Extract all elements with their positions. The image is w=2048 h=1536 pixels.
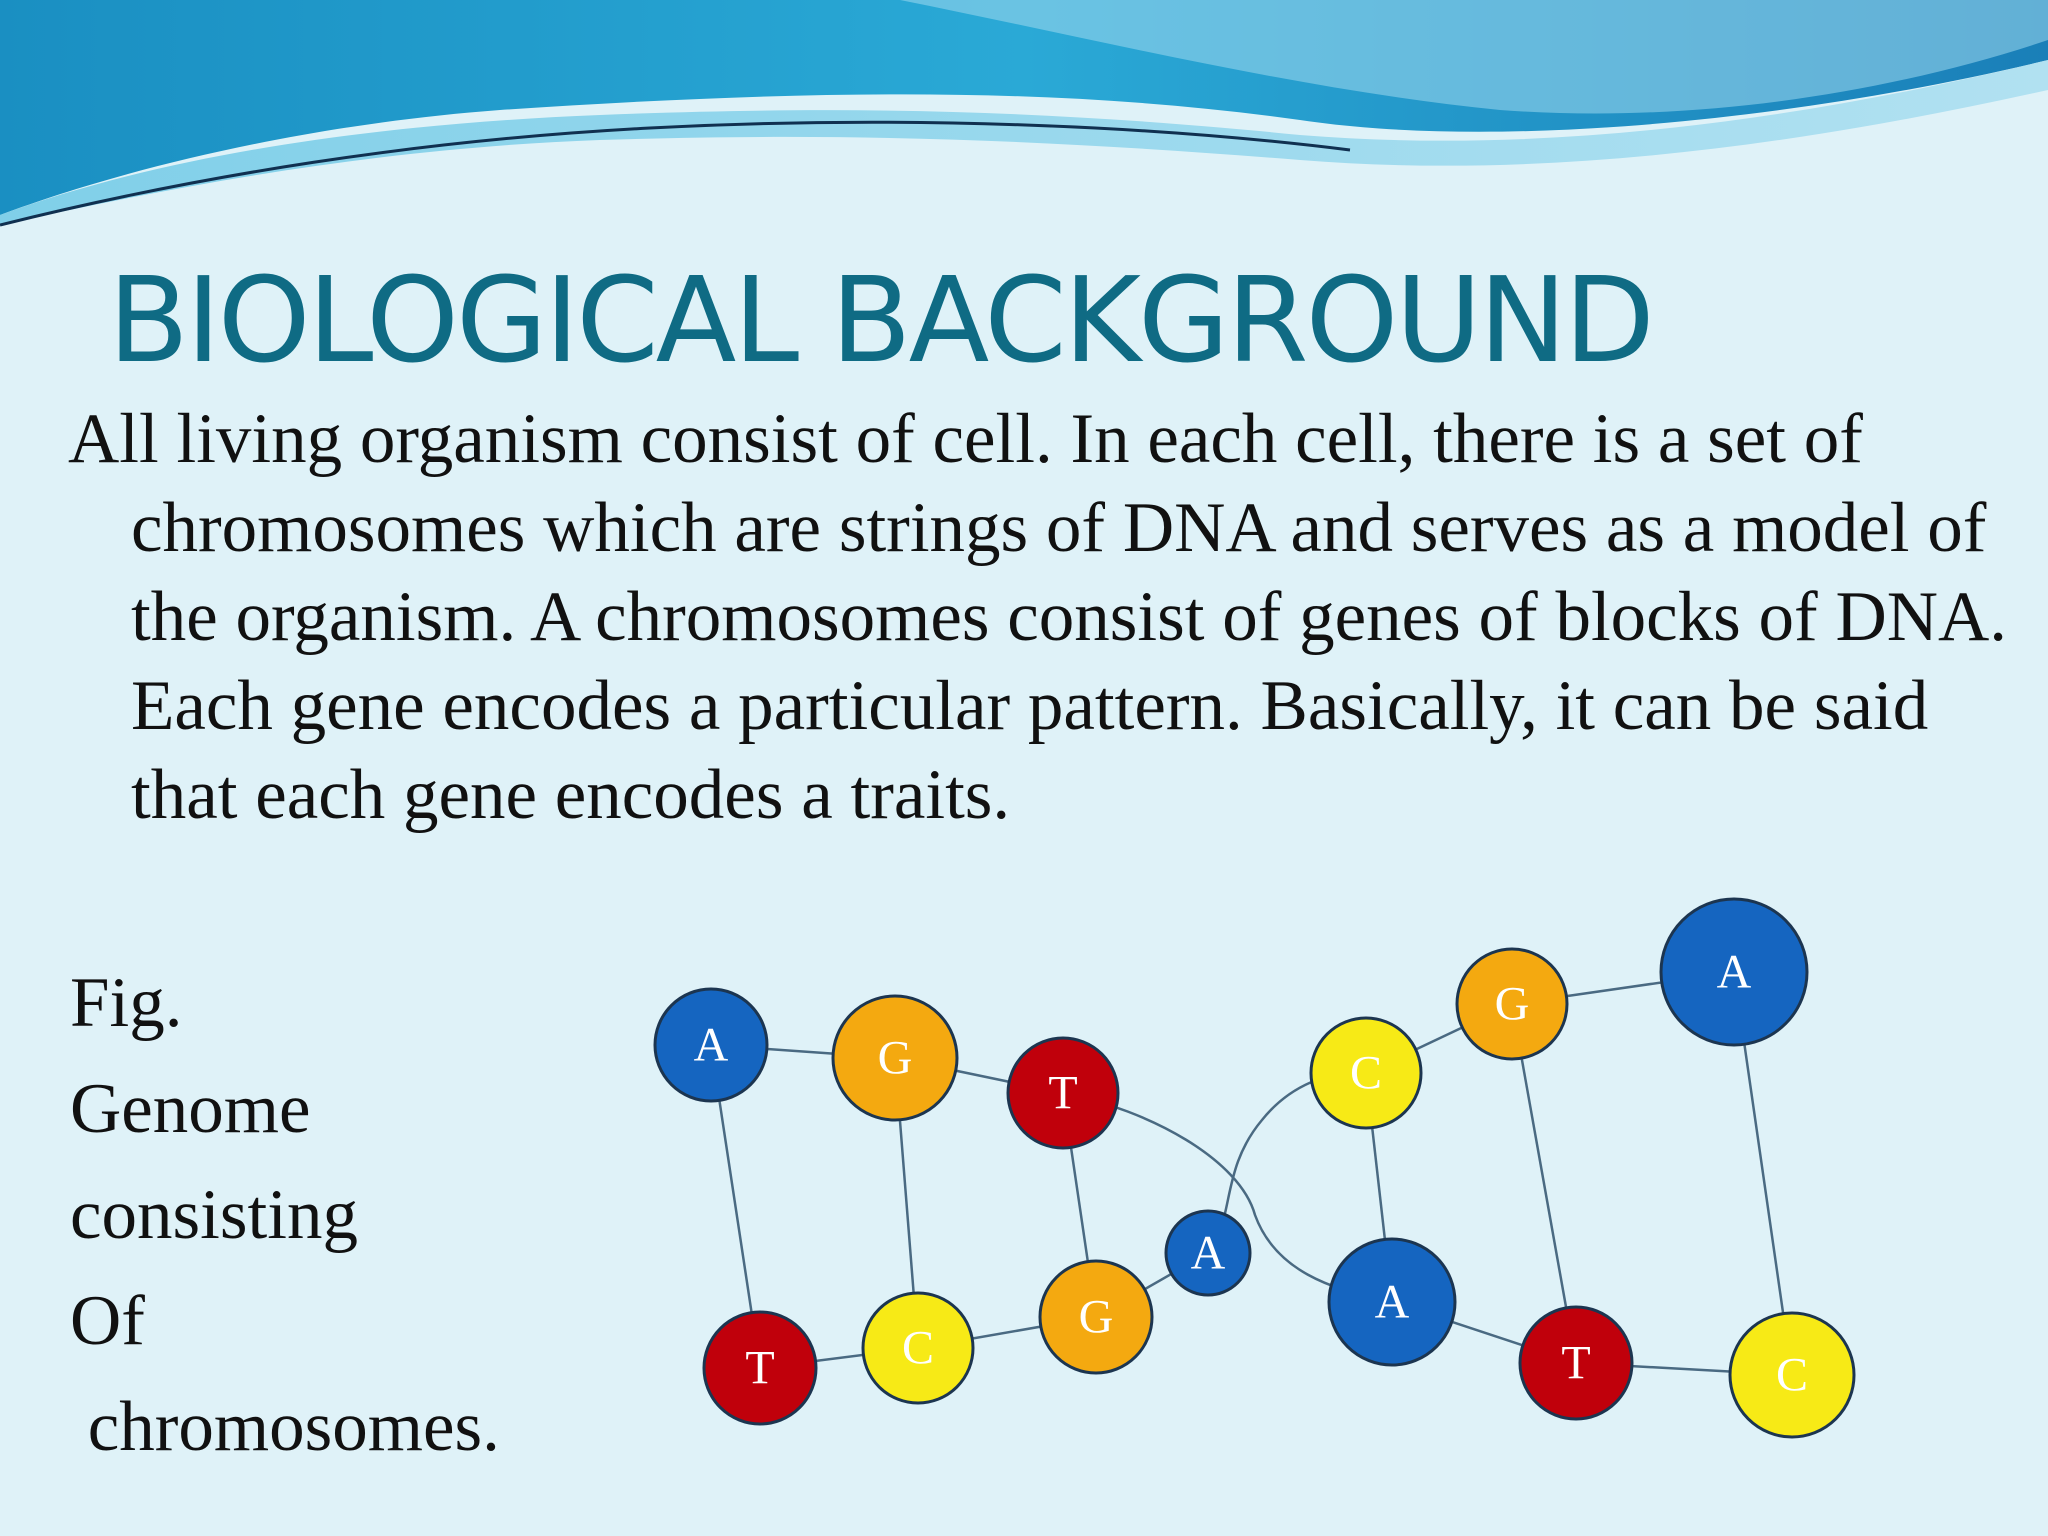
header-wave-decoration xyxy=(0,0,2048,227)
base-node: A xyxy=(653,987,769,1103)
base-circle xyxy=(1164,1209,1252,1297)
caption-line: Genome xyxy=(70,1070,311,1148)
base-circle xyxy=(1728,1311,1856,1439)
base-circle xyxy=(831,994,959,1122)
base-circle xyxy=(653,987,769,1103)
base-node: A xyxy=(1327,1237,1457,1367)
base-node: T xyxy=(1518,1305,1634,1421)
base-node: G xyxy=(1038,1259,1154,1375)
base-circle xyxy=(861,1291,975,1405)
base-node: A xyxy=(1659,897,1809,1047)
base-node: A xyxy=(1164,1209,1252,1297)
figure-caption: Fig. Genome consisting Of chromosomes. xyxy=(70,950,500,1480)
base-node: T xyxy=(702,1310,818,1426)
base-circle xyxy=(1518,1305,1634,1421)
base-circle xyxy=(1455,947,1569,1061)
body-paragraph: All living organism consist of cell. In … xyxy=(68,400,2008,834)
caption-line: Fig. xyxy=(70,964,183,1042)
base-node: T xyxy=(1006,1036,1120,1150)
base-label: C xyxy=(1776,1349,1808,1402)
base-circle xyxy=(1006,1036,1120,1150)
base-label: A xyxy=(1191,1227,1226,1280)
base-circle xyxy=(1327,1237,1457,1367)
base-label: T xyxy=(1561,1337,1590,1390)
caption-line: Of xyxy=(70,1282,145,1360)
caption-line: chromosomes. xyxy=(70,1388,500,1466)
base-circle xyxy=(702,1310,818,1426)
diagram-nodes: A G T T C G A xyxy=(653,897,1856,1439)
base-label: G xyxy=(1079,1291,1114,1344)
base-label: A xyxy=(1717,946,1752,999)
link xyxy=(1510,1003,1578,1364)
base-node: C xyxy=(1728,1311,1856,1439)
base-label: C xyxy=(1350,1047,1382,1100)
base-node: C xyxy=(861,1291,975,1405)
base-circle xyxy=(1038,1259,1154,1375)
caption-line: consisting xyxy=(70,1176,358,1254)
base-node: C xyxy=(1309,1016,1423,1130)
base-label: T xyxy=(745,1342,774,1395)
base-circle xyxy=(1309,1016,1423,1130)
base-label: T xyxy=(1048,1067,1077,1120)
base-label: C xyxy=(902,1322,934,1375)
slide-title: BIOLOGICAL BACKGROUND xyxy=(108,251,1655,389)
base-node: G xyxy=(831,994,959,1122)
base-circle xyxy=(1659,897,1809,1047)
base-label: G xyxy=(878,1032,913,1085)
base-label: A xyxy=(694,1019,729,1072)
base-label: G xyxy=(1495,978,1530,1031)
base-label: A xyxy=(1375,1276,1410,1329)
base-node: G xyxy=(1455,947,1569,1061)
